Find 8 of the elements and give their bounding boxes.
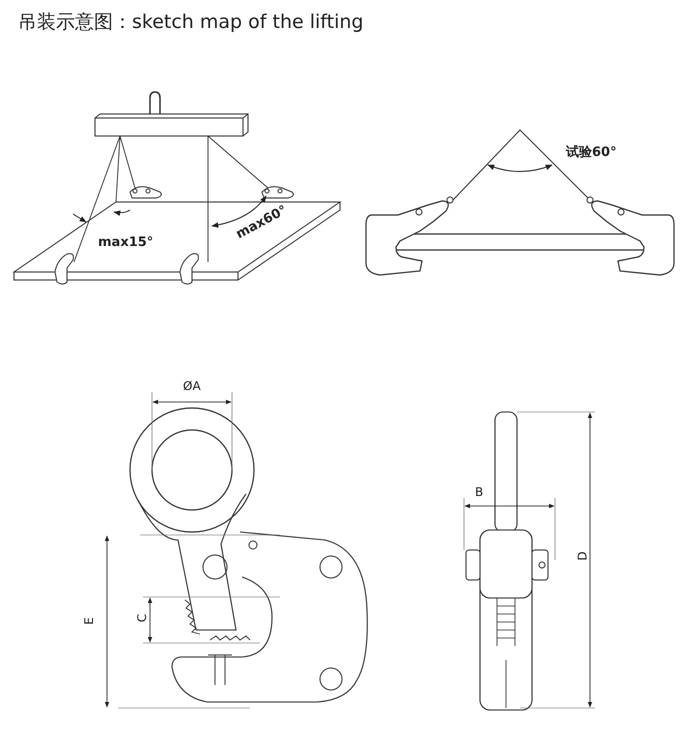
angle-label: 试验60° <box>566 146 617 159</box>
angle-label: max15° <box>98 236 154 249</box>
dimension-label: E <box>82 617 95 625</box>
dimension-label: D <box>576 551 589 561</box>
title: 吊装示意图：sketch map of the lifting <box>18 10 364 35</box>
dimension-label: C <box>136 614 148 622</box>
dimension-label: ØA <box>183 380 201 392</box>
dimension-label: B <box>475 486 484 498</box>
